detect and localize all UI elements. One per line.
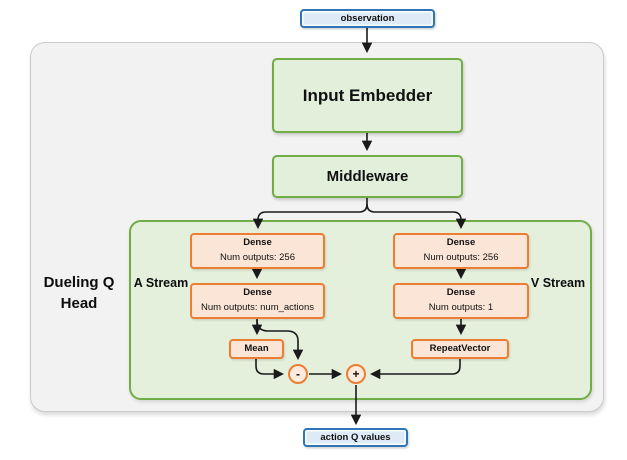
v-dense1-title: Dense [446, 237, 476, 249]
v-dense1-detail: Num outputs: 256 [423, 252, 499, 263]
middleware-label: Middleware [326, 168, 409, 185]
v-stream-dense2-node: Dense Num outputs: 1 [393, 283, 529, 319]
a-dense1-detail: Num outputs: 256 [220, 252, 295, 263]
repeatvector-node: RepeatVector [411, 339, 509, 359]
action-q-values-label: action Q values [320, 432, 391, 443]
a-dense2-detail: Num outputs: num_actions [200, 302, 314, 313]
action-q-values-node: action Q values [303, 428, 408, 447]
subtract-operator: - [288, 364, 308, 384]
a-dense1-title: Dense [243, 237, 272, 249]
mean-label: Mean [244, 342, 269, 354]
observation-label: observation [340, 13, 395, 24]
a-stream-dense1-node: Dense Num outputs: 256 [190, 233, 325, 269]
a-stream-dense2-node: Dense Num outputs: num_actions [190, 283, 325, 319]
add-operator: + [346, 364, 366, 384]
repeatvector-label: RepeatVector [429, 342, 491, 354]
v-dense2-detail: Num outputs: 1 [428, 302, 494, 313]
a-stream-label: A Stream [133, 276, 189, 290]
a-dense2-title: Dense [243, 287, 272, 299]
middleware-node: Middleware [272, 155, 463, 198]
input-embedder-node: Input Embedder [272, 58, 463, 133]
v-stream-dense1-node: Dense Num outputs: 256 [393, 233, 529, 269]
input-embedder-label: Input Embedder [302, 85, 433, 105]
v-stream-label: V Stream [530, 276, 586, 290]
observation-node: observation [300, 9, 435, 28]
mean-node: Mean [229, 339, 284, 359]
v-dense2-title: Dense [446, 287, 476, 299]
dueling-q-head-label: Dueling Q Head [43, 274, 115, 312]
